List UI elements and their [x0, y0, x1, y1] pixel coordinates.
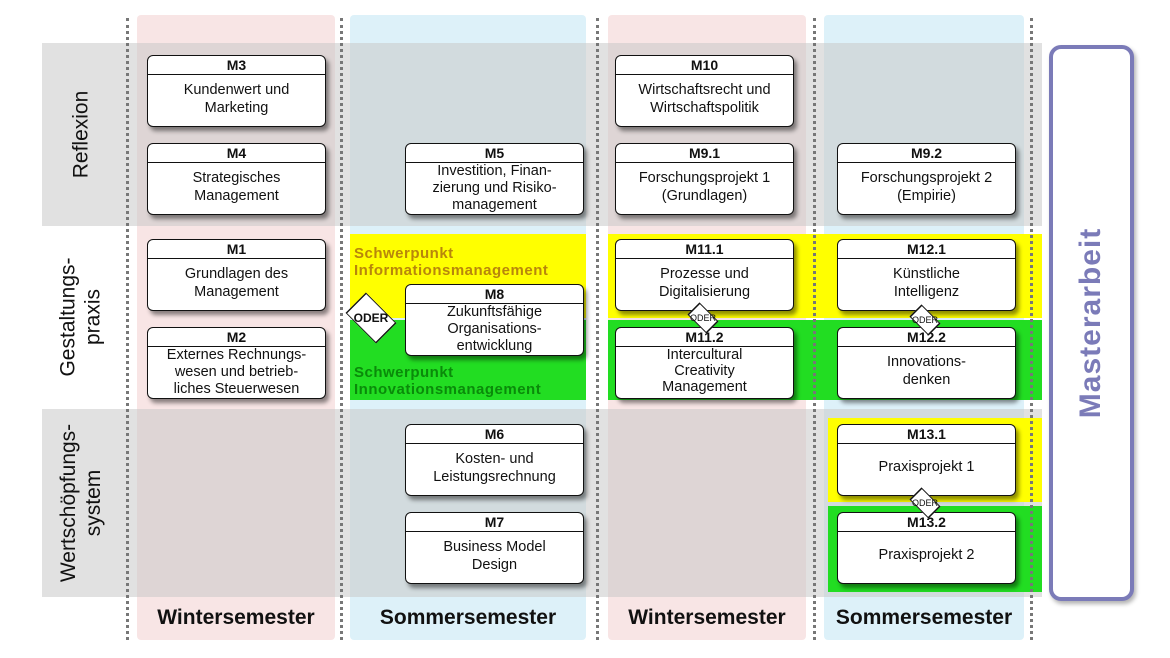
- module-code: M13.1: [838, 425, 1015, 444]
- module-title: Wirtschaftsrecht und Wirtschaftspolitik: [638, 82, 771, 116]
- column-divider: [126, 18, 129, 640]
- module-m7[interactable]: M7 Business Model Design: [405, 512, 584, 584]
- oder-label: ODER: [911, 498, 938, 508]
- oder-diamond-m13: ODER: [902, 487, 948, 519]
- module-m2[interactable]: M2 Externes Rechnungs- wesen und betrieb…: [147, 327, 326, 399]
- module-title: Forschungsprojekt 2 (Empirie): [860, 170, 993, 204]
- semester-label-4: Sommersemester: [835, 606, 1013, 629]
- module-title: Künstliche Intelligenz: [893, 266, 960, 300]
- module-title: Praxisprojekt 2: [878, 547, 975, 563]
- module-code: M10: [616, 56, 793, 75]
- module-code: M12.1: [838, 240, 1015, 259]
- oder-diamond-m12: ODER: [902, 304, 948, 336]
- semester-label-1: Wintersemester: [157, 606, 315, 629]
- column-divider: [596, 18, 599, 640]
- module-code: M5: [406, 144, 583, 163]
- module-code: M9.1: [616, 144, 793, 163]
- module-code: M4: [148, 144, 325, 163]
- row-label-reflexion: Reflexion: [69, 90, 93, 179]
- row-label-wertschoepfung: Wertschöpfungs- system: [57, 423, 106, 583]
- module-title: Grundlagen des Management: [184, 266, 289, 300]
- column-divider: [813, 18, 816, 640]
- row-label-gestaltung: Gestaltungs- praxis: [57, 257, 105, 377]
- masterarbeit-box[interactable]: Masterarbeit: [1049, 45, 1134, 601]
- module-m4[interactable]: M4 Strategisches Management: [147, 143, 326, 215]
- module-title: Praxisprojekt 1: [878, 459, 975, 475]
- module-m11-2[interactable]: M11.2 Intercultural Creativity Managemen…: [615, 327, 794, 399]
- module-code: M8: [406, 285, 583, 304]
- oder-diamond-m11: ODER: [680, 302, 726, 334]
- module-title: Strategisches Management: [192, 170, 281, 204]
- module-code: M9.2: [838, 144, 1015, 163]
- module-m5[interactable]: M5 Investition, Finan- zierung und Risik…: [405, 143, 584, 215]
- module-code: M3: [148, 56, 325, 75]
- masterarbeit-label: Masterarbeit: [1074, 227, 1108, 419]
- column-divider: [1030, 18, 1033, 640]
- module-m12-2[interactable]: M12.2 Innovations- denken: [837, 327, 1016, 399]
- module-code: M7: [406, 513, 583, 532]
- module-m12-1[interactable]: M12.1 Künstliche Intelligenz: [837, 239, 1016, 311]
- oder-label: ODER: [689, 313, 716, 323]
- focus-label-innovation: Schwerpunkt Innovationsmanagement: [354, 364, 542, 398]
- module-title: Intercultural Creativity Management: [662, 347, 747, 395]
- module-title: Kosten- und Leistungsrechnung: [433, 451, 556, 485]
- module-title: Forschungsprojekt 1 (Grundlagen): [638, 170, 771, 204]
- module-code: M11.1: [616, 240, 793, 259]
- semester-label-3: Wintersemester: [628, 606, 786, 629]
- module-code: M11.2: [616, 328, 793, 347]
- module-title: Externes Rechnungs- wesen und betrieb- l…: [166, 347, 307, 397]
- module-m1[interactable]: M1 Grundlagen des Management: [147, 239, 326, 311]
- module-m9-1[interactable]: M9.1 Forschungsprojekt 1 (Grundlagen): [615, 143, 794, 215]
- module-title: Kundenwert und Marketing: [183, 82, 290, 116]
- module-title: Innovations- denken: [887, 354, 966, 388]
- module-m6[interactable]: M6 Kosten- und Leistungsrechnung: [405, 424, 584, 496]
- column-divider: [340, 18, 343, 640]
- module-m9-2[interactable]: M9.2 Forschungsprojekt 2 (Empirie): [837, 143, 1016, 215]
- module-title: Prozesse und Digitalisierung: [658, 266, 751, 300]
- module-m11-1[interactable]: M11.1 Prozesse und Digitalisierung: [615, 239, 794, 311]
- oder-label: ODER: [353, 311, 389, 325]
- module-m10[interactable]: M10 Wirtschaftsrecht und Wirtschaftspoli…: [615, 55, 794, 127]
- module-m13-1[interactable]: M13.1 Praxisprojekt 1: [837, 424, 1016, 496]
- module-code: M6: [406, 425, 583, 444]
- module-code: M1: [148, 240, 325, 259]
- module-title: Investition, Finan- zierung und Risiko- …: [432, 163, 557, 213]
- oder-diamond-m8: ODER: [340, 292, 402, 344]
- module-m13-2[interactable]: M13.2 Praxisprojekt 2: [837, 512, 1016, 584]
- module-title: Zukunftsfähige Organisations- entwicklun…: [446, 304, 543, 354]
- module-code: M13.2: [838, 513, 1015, 532]
- oder-label: ODER: [911, 315, 938, 325]
- semester-label-2: Sommersemester: [379, 606, 557, 629]
- focus-label-information: Schwerpunkt Informationsmanagement: [354, 245, 549, 279]
- module-m8[interactable]: M8 Zukunftsfähige Organisations- entwick…: [405, 284, 584, 356]
- module-code: M2: [148, 328, 325, 347]
- module-m3[interactable]: M3 Kundenwert und Marketing: [147, 55, 326, 127]
- module-code: M12.2: [838, 328, 1015, 347]
- module-title: Business Model Design: [443, 539, 546, 573]
